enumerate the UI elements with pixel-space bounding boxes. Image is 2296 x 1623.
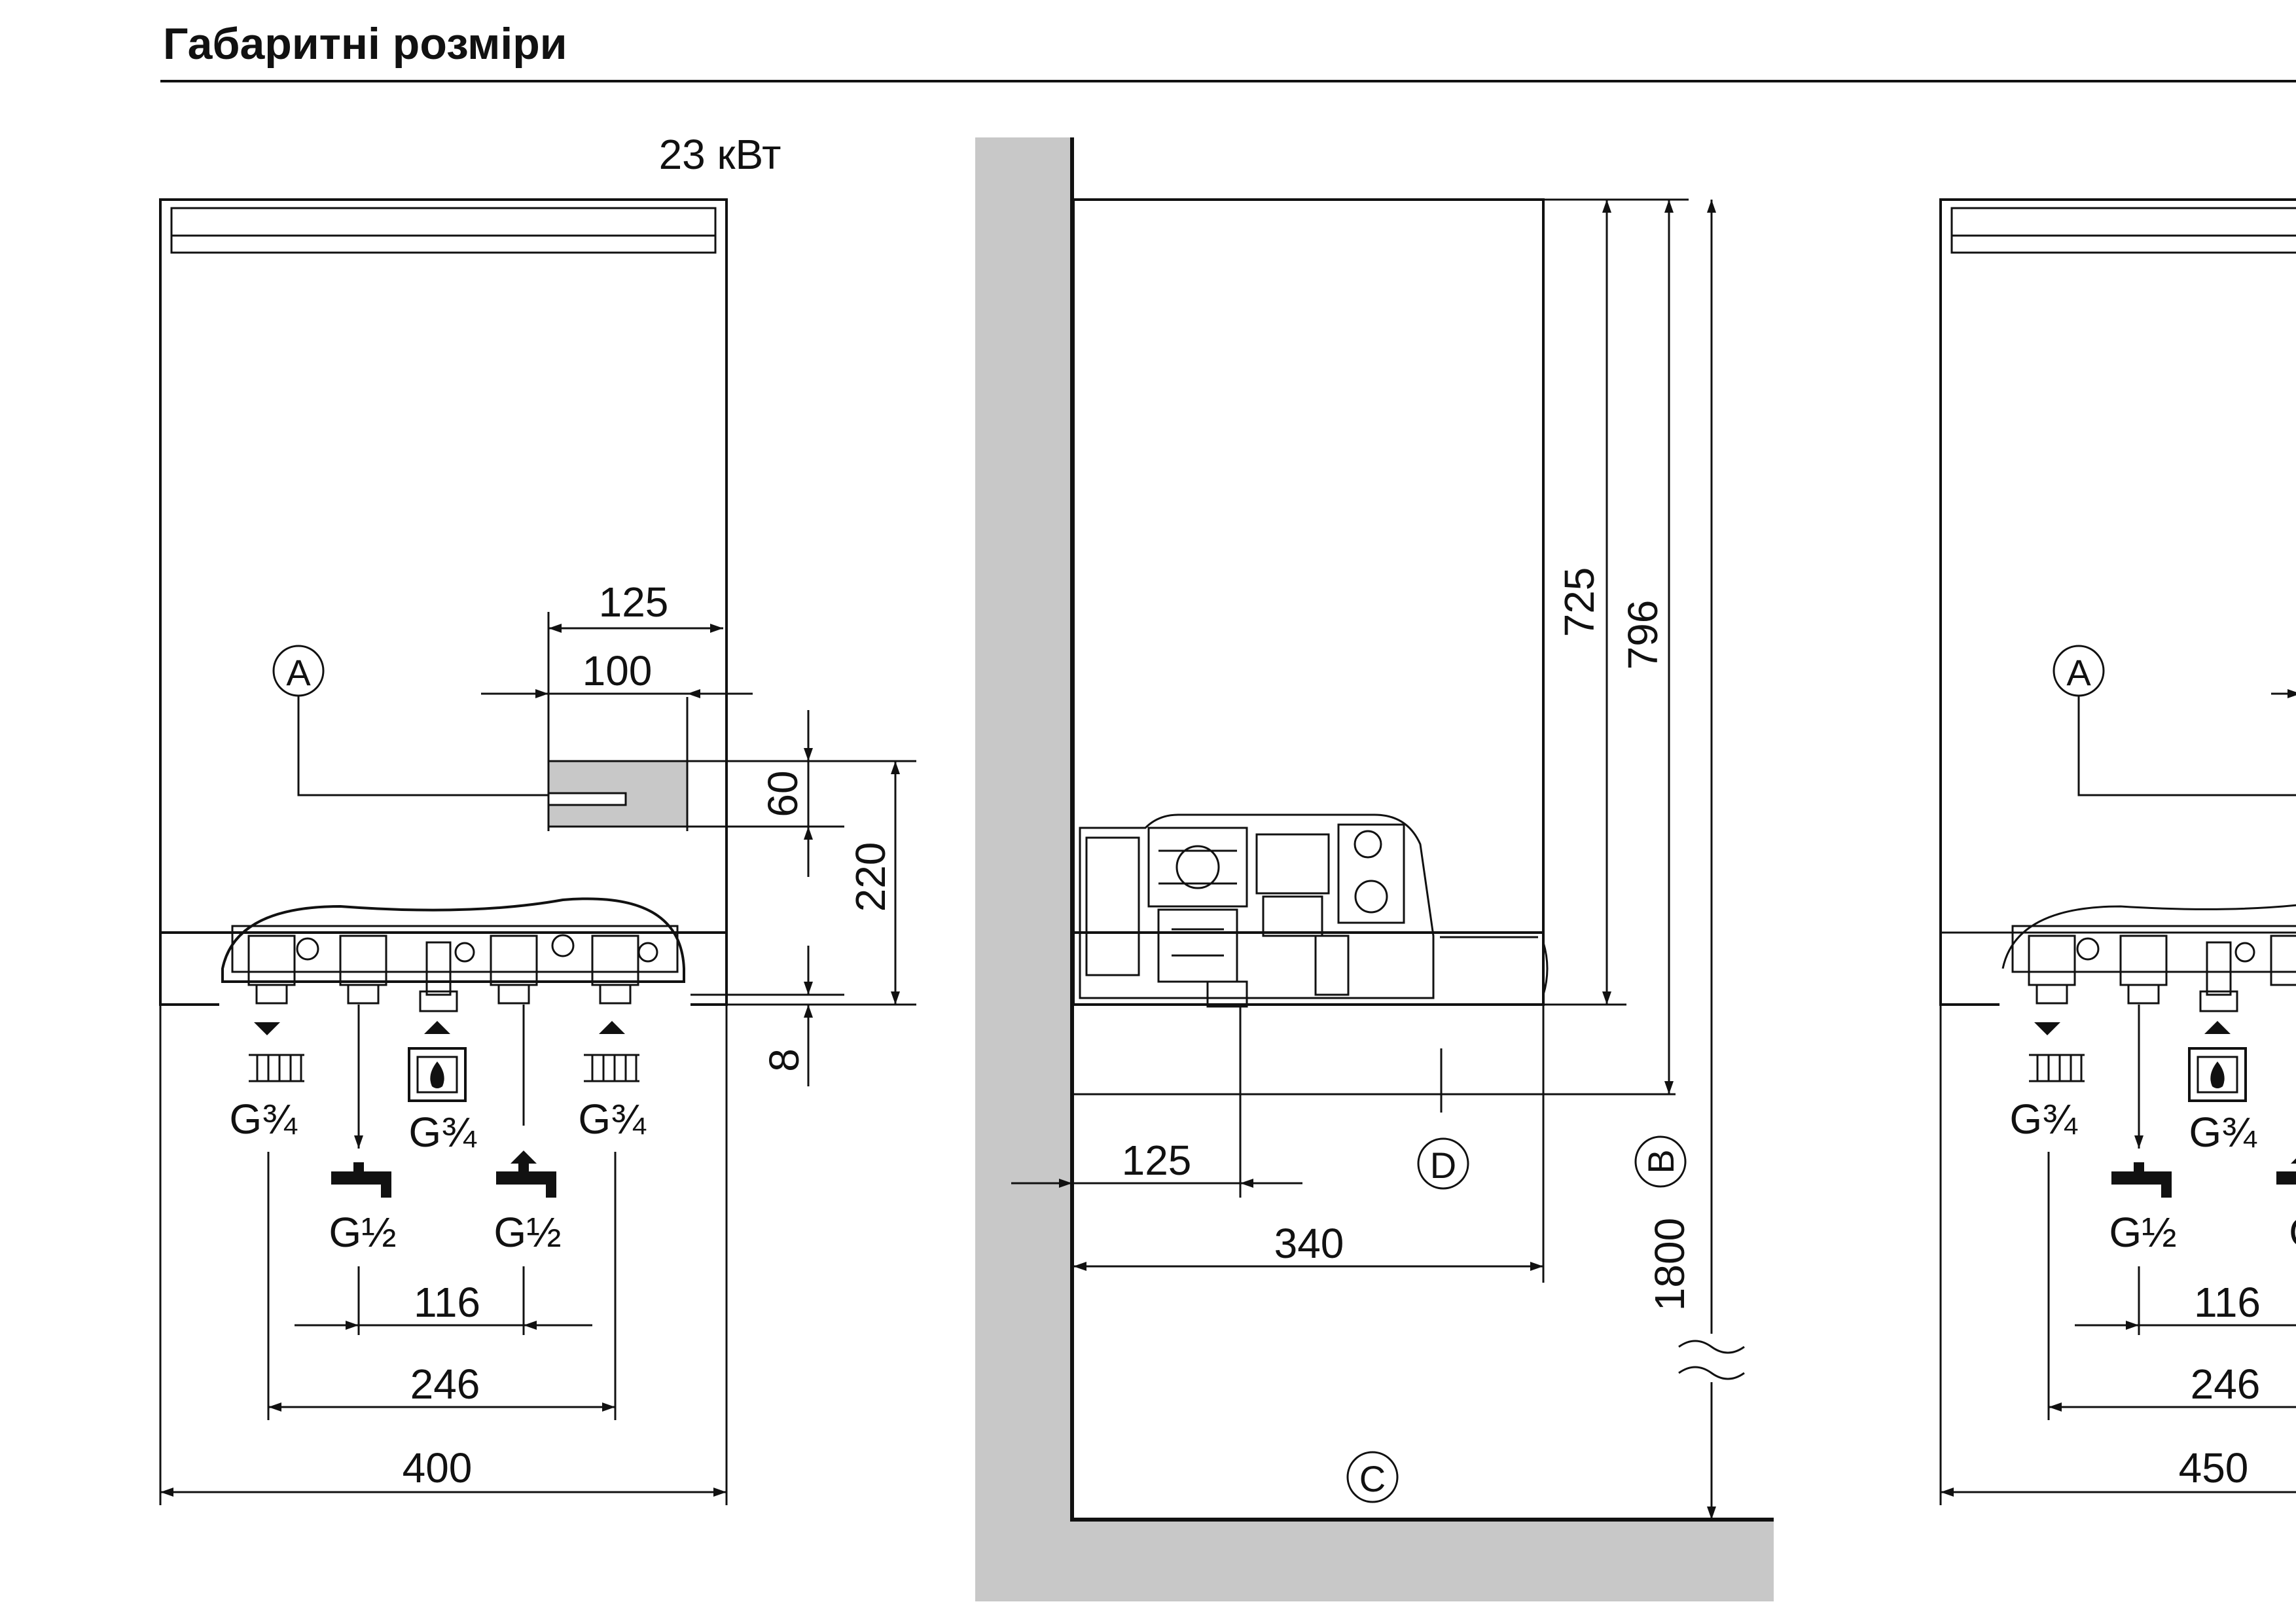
break-mark-icon	[1678, 1340, 1745, 1380]
svg-text:100: 100	[583, 647, 653, 694]
svg-text:C: C	[1359, 1458, 1386, 1499]
dimension-125: 125	[547, 579, 723, 831]
svg-text:D: D	[1430, 1145, 1456, 1186]
svg-text:G¾: G¾	[2009, 1096, 2078, 1143]
radiator-icon	[584, 1054, 639, 1082]
svg-text:A: A	[2066, 652, 2091, 693]
water-tap-icon	[331, 1162, 391, 1198]
top-panel	[170, 207, 717, 254]
boiler-casing	[159, 198, 728, 934]
svg-text:450: 450	[2179, 1444, 2249, 1491]
dimension-8: 8	[691, 946, 844, 1086]
connection-dhw-out: G½	[329, 1005, 397, 1256]
connection-gas: G¾	[408, 1021, 477, 1156]
dimension-116-right: 116	[2075, 1266, 2296, 1335]
svg-text:400: 400	[403, 1444, 473, 1491]
marker-a: A	[272, 645, 548, 796]
radiator-icon	[249, 1054, 304, 1082]
water-tap-icon	[496, 1162, 556, 1198]
radiator-icon	[2029, 1054, 2085, 1082]
dimension-125-depth: 125	[1011, 1007, 1302, 1198]
dimension-1800: 1800	[1646, 200, 1745, 1520]
svg-text:60: 60	[759, 770, 806, 817]
svg-text:G¾: G¾	[408, 1109, 477, 1156]
page-title: Габаритні розміри	[163, 19, 567, 69]
svg-text:796: 796	[1619, 600, 1666, 670]
hydraulic-block	[221, 897, 685, 1012]
arrow-up-icon	[2291, 1158, 2296, 1164]
front-view-right: A G¾ G¾	[1939, 198, 2296, 1505]
dimension-100: 100	[481, 647, 753, 831]
connection-dhw-out-right: G½	[2109, 1005, 2177, 1256]
connection-heating-return: G¾	[578, 1021, 647, 1143]
dimension-220: 220	[694, 761, 916, 1006]
hydraulic-block-right	[2001, 904, 2296, 1012]
wall	[975, 137, 1774, 1601]
dimension-246-right: 246	[2047, 1152, 2296, 1420]
svg-text:246: 246	[2191, 1361, 2261, 1408]
svg-text:B: B	[1640, 1149, 1681, 1173]
svg-text:116: 116	[414, 1279, 480, 1326]
svg-text:340: 340	[1274, 1220, 1344, 1267]
svg-text:220: 220	[847, 842, 894, 912]
power-rating: 23 кВт	[659, 131, 781, 178]
side-view: D 725 796 1800 B 125	[975, 137, 1774, 1601]
dimension-796: 796	[1619, 200, 1674, 1094]
marker-d: D	[1417, 1137, 1469, 1190]
svg-text:G¾: G¾	[2189, 1109, 2257, 1156]
connection-cold-in: G½	[493, 1005, 562, 1256]
svg-text:725: 725	[1556, 567, 1603, 637]
svg-text:G½: G½	[493, 1209, 561, 1256]
marker-c: C	[1346, 1451, 1399, 1503]
svg-text:8: 8	[761, 1048, 808, 1072]
connection-heating-flow-right: G¾	[2009, 1022, 2085, 1143]
dimension-116: 116	[295, 1266, 592, 1335]
dimension-246: 246	[267, 1152, 617, 1420]
dimension-340: 340	[1073, 1005, 1545, 1283]
svg-text:125: 125	[1122, 1137, 1192, 1184]
svg-text:116: 116	[2194, 1279, 2261, 1326]
dimension-725: 725	[1556, 200, 1611, 1005]
arrow-up-icon	[2204, 1021, 2231, 1034]
svg-text:G¾: G¾	[229, 1096, 298, 1143]
arrow-up-icon	[599, 1021, 625, 1034]
arrow-up-icon	[424, 1021, 450, 1034]
connection-cold-in-right: G	[2276, 1158, 2296, 1256]
boiler-side-casing	[1072, 198, 1545, 934]
gas-burner-icon	[2188, 1047, 2247, 1102]
page-header: Габаритні розміри	[160, 14, 2296, 82]
connection-heating-flow: G¾	[229, 1022, 304, 1143]
connection-gas-right: G¾	[2188, 1021, 2257, 1156]
dimension-450: 450	[1939, 1005, 2296, 1505]
svg-text:246: 246	[410, 1361, 480, 1408]
arrow-down-icon	[2034, 1022, 2060, 1035]
svg-text:G½: G½	[2109, 1209, 2176, 1256]
water-tap-icon	[2276, 1171, 2296, 1185]
svg-text:G: G	[2289, 1209, 2296, 1256]
arrow-up-icon	[511, 1150, 537, 1164]
internal-hydraulics	[1079, 813, 1435, 1008]
dimension-60: 60	[687, 710, 916, 877]
marker-b: B	[1634, 1135, 1687, 1188]
arrow-down-icon	[254, 1022, 280, 1035]
marker-a-right: A	[2053, 645, 2296, 796]
dimension-400: 400	[159, 1005, 728, 1505]
svg-text:1800: 1800	[1646, 1218, 1693, 1311]
water-tap-icon	[2111, 1162, 2172, 1198]
gas-burner-icon	[408, 1047, 467, 1102]
svg-text:G½: G½	[329, 1209, 396, 1256]
svg-text:A: A	[286, 652, 311, 693]
svg-text:G¾: G¾	[578, 1096, 647, 1143]
svg-text:125: 125	[599, 579, 669, 626]
front-view-left: 23 кВт A	[159, 131, 916, 1505]
